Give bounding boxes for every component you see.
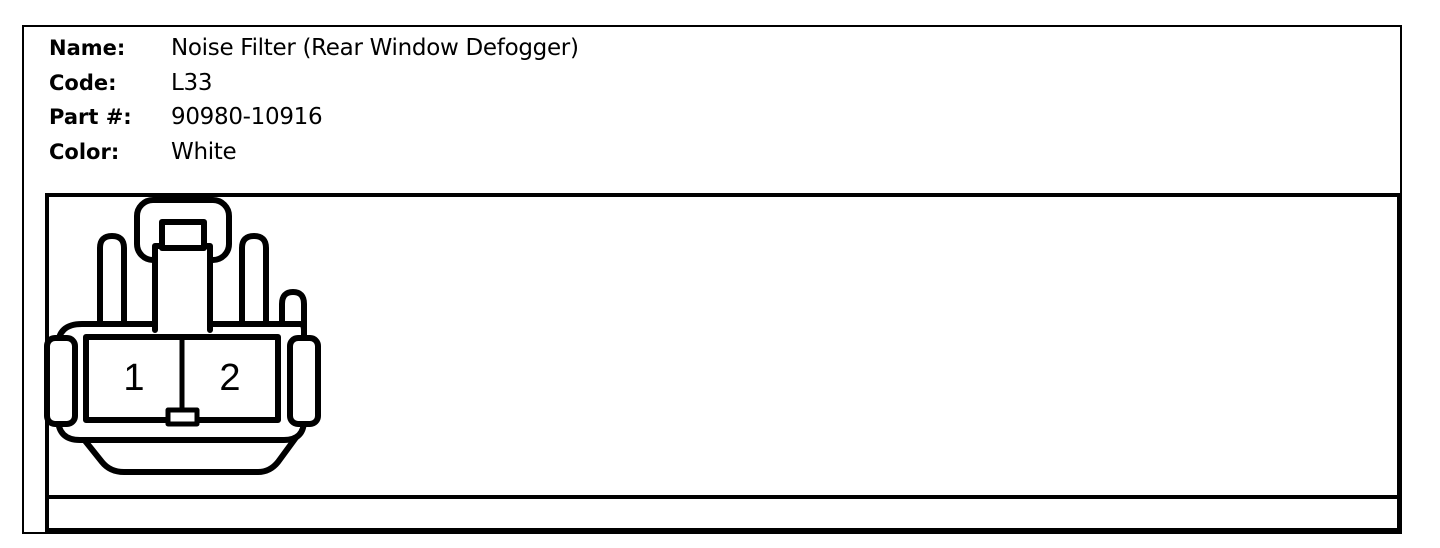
- connector-left-rib: [97, 233, 127, 333]
- diagram-footer-strip: [49, 495, 1397, 528]
- connector-lock-tab: [159, 219, 207, 251]
- part-number-value: 90980-10916: [171, 104, 323, 130]
- connector-key-notch: [165, 407, 200, 427]
- pin-1-label: 1: [123, 357, 144, 399]
- color-value: White: [171, 138, 237, 165]
- connector-info-card: Name: Noise Filter (Rear Window Defogger…: [22, 25, 1402, 534]
- connector-right-clip: [287, 335, 321, 427]
- pin-2-label: 2: [219, 357, 240, 399]
- connector-lock-stem: [152, 243, 213, 333]
- part-number-label: Part #:: [49, 105, 132, 129]
- color-label: Color:: [49, 139, 120, 164]
- code-value: L33: [171, 69, 213, 96]
- code-label: Code:: [49, 70, 117, 95]
- connector-right-rib: [239, 233, 269, 333]
- connector-left-clip: [44, 335, 78, 427]
- name-label: Name:: [49, 36, 126, 60]
- name-value: Noise Filter (Rear Window Defogger): [171, 35, 579, 61]
